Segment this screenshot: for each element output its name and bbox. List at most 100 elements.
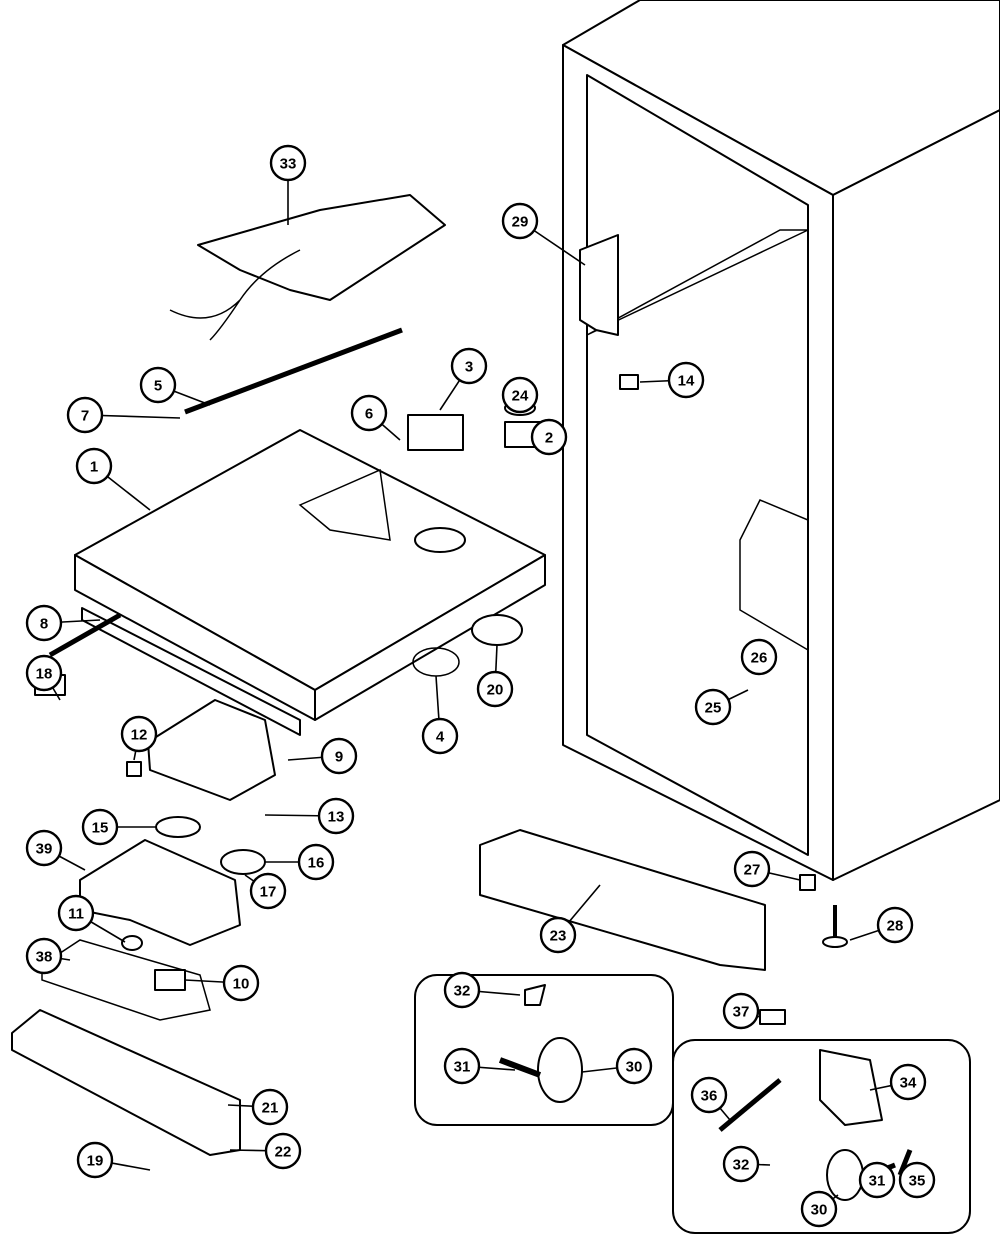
callout-39: 39: [25, 829, 86, 871]
callout-15: 15: [81, 808, 156, 846]
callout-bubble: [269, 144, 307, 182]
callout-bubble: [249, 872, 287, 910]
callout-38: 38: [25, 937, 71, 975]
ring: [412, 647, 460, 677]
callout-bubble: [25, 604, 63, 642]
callout-bubble: [667, 361, 705, 399]
callout-bubble: [317, 797, 355, 835]
callout-number: 12: [131, 727, 148, 744]
callout-number: 18: [36, 666, 53, 683]
callout-bubble: [740, 638, 778, 676]
callout-10: 10: [184, 964, 260, 1002]
callout-35: 35: [898, 1161, 936, 1199]
callout-bubble: [350, 394, 388, 432]
callout-number: 11: [68, 906, 84, 923]
callout-bubble: [476, 670, 514, 708]
callout-number: 1: [90, 459, 98, 476]
callout-1: 1: [75, 447, 151, 511]
callout-number: 14: [678, 373, 695, 390]
crisper-tray: [74, 400, 546, 736]
callout-bubble: [690, 1076, 728, 1114]
callout-bubble: [722, 992, 760, 1030]
callout-17: 17: [244, 872, 287, 910]
callout-bubble: [443, 971, 481, 1009]
callout-bubble: [501, 376, 539, 414]
callout-19: 19: [76, 1141, 151, 1179]
callout-7: 7: [66, 396, 181, 434]
callout-23: 23: [539, 884, 601, 954]
callout-bubble: [858, 1161, 896, 1199]
callout-number: 31: [869, 1173, 886, 1190]
callout-number: 22: [275, 1144, 292, 1161]
callout-5: 5: [139, 366, 211, 406]
callout-number: 33: [280, 156, 297, 173]
callout-number: 16: [308, 855, 325, 872]
callout-bubble: [501, 202, 539, 240]
callout-bubble: [76, 1141, 114, 1179]
callout-bubble: [66, 396, 104, 434]
callout-24: 24: [501, 376, 539, 414]
callout-number: 34: [900, 1075, 917, 1092]
callout-bubble: [876, 906, 914, 944]
callout-6: 6: [350, 394, 401, 441]
callout-29: 29: [501, 202, 586, 266]
callout-bubble: [25, 937, 63, 975]
callout-number: 24: [512, 388, 529, 405]
callout-9: 9: [287, 737, 358, 775]
callout-number: 32: [454, 983, 471, 1000]
callout-number: 38: [36, 949, 53, 966]
evaporator-heater: [197, 194, 446, 301]
callout-27: 27: [733, 850, 801, 888]
parts-drawing: [11, 0, 1000, 1234]
callout-20: 20: [476, 644, 514, 708]
callout-31: 31: [858, 1161, 896, 1199]
callout-number: 36: [701, 1088, 718, 1105]
callout-bubble: [75, 447, 113, 485]
callout-bubble: [139, 366, 177, 404]
callout-33: 33: [269, 144, 307, 225]
callout-36: 36: [690, 1076, 731, 1121]
callout-number: 8: [40, 616, 48, 633]
callout-bubble: [25, 654, 63, 692]
callout-bubble: [898, 1161, 936, 1199]
callout-37: 37: [722, 992, 761, 1030]
callout-bubble: [450, 347, 488, 385]
callout-number: 17: [260, 884, 277, 901]
callout-2: 2: [530, 418, 568, 456]
callout-bubble: [530, 418, 568, 456]
callout-number: 2: [545, 430, 553, 447]
callout-32: 32: [443, 971, 521, 1009]
callout-21: 21: [227, 1088, 289, 1126]
callout-bubble: [222, 964, 260, 1002]
callout-bubble: [694, 688, 732, 726]
callout-number: 3: [465, 359, 473, 376]
callout-bubble: [800, 1190, 838, 1228]
callout-bubble: [251, 1088, 289, 1126]
callout-31: 31: [443, 1047, 516, 1085]
callout-bubble: [615, 1047, 653, 1085]
callout-number: 5: [154, 378, 162, 395]
callout-number: 4: [436, 729, 445, 746]
callout-number: 13: [328, 809, 345, 826]
heater-strip: [11, 1009, 241, 1156]
callout-14: 14: [639, 361, 705, 399]
callout-number: 35: [909, 1173, 926, 1190]
callout-number: 28: [887, 918, 904, 935]
callout-bubble: [81, 808, 119, 846]
callout-12: 12: [120, 715, 158, 761]
callout-number: 30: [626, 1059, 643, 1076]
callout-11: 11: [57, 894, 126, 943]
callout-bubble: [320, 737, 358, 775]
callout-number: 10: [233, 976, 250, 993]
callout-number: 15: [92, 820, 109, 837]
callout-3: 3: [439, 347, 488, 411]
callout-number: 9: [335, 749, 343, 766]
callout-number: 23: [550, 928, 567, 945]
callout-8: 8: [25, 604, 101, 642]
callout-bubble: [421, 717, 459, 755]
callout-18: 18: [25, 654, 63, 701]
callout-22: 22: [229, 1132, 302, 1170]
callout-bubble: [264, 1132, 302, 1170]
